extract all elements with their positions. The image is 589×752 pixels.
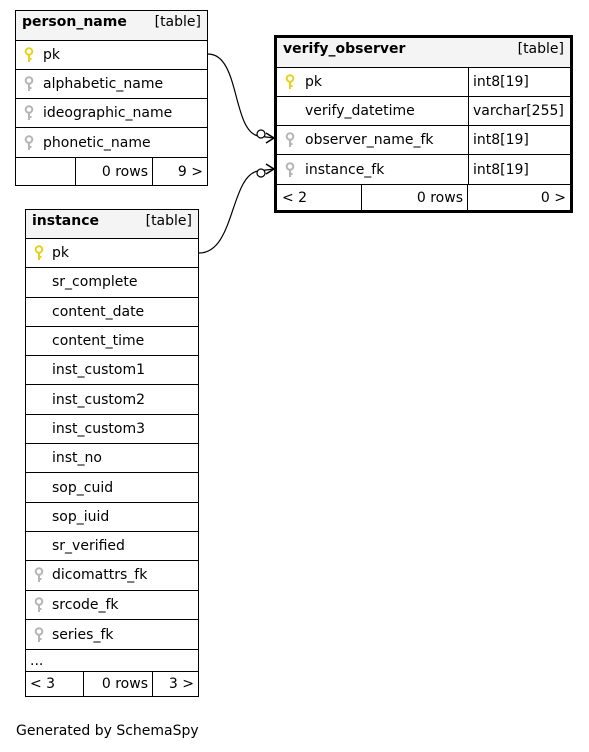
column-name: ideographic_name — [43, 105, 173, 121]
column-row[interactable]: inst_no — [26, 444, 198, 474]
column-name: sr_verified — [52, 538, 125, 555]
column-row[interactable]: observer_name_fk int8[19] — [277, 126, 570, 155]
table-instance[interactable]: instance [table] pk sr_complete content_da… — [25, 209, 199, 698]
generated-by-credit: Generated by SchemaSpy — [16, 723, 199, 739]
row-count: 0 rows — [361, 185, 467, 210]
column-name: sr_complete — [52, 274, 138, 291]
column-row[interactable]: srcode_fk — [26, 591, 198, 620]
column-name: inst_custom2 — [52, 391, 146, 408]
column-type: varchar[255] — [468, 97, 570, 125]
primary-key-icon — [285, 68, 295, 96]
table-header: person_name [table] — [16, 11, 207, 41]
column-name: inst_no — [52, 450, 102, 467]
index-key-icon — [24, 128, 34, 157]
column-type: int8[19] — [468, 68, 570, 96]
column-row[interactable]: sr_verified — [26, 532, 198, 562]
column-row[interactable]: sop_iuid — [26, 503, 198, 532]
column-type: int8[19] — [468, 126, 570, 154]
relationship-optional-marker — [256, 129, 266, 139]
column-row[interactable]: dicomattrs_fk — [26, 561, 198, 591]
table-header: verify_observer [table] — [277, 38, 570, 68]
more-columns: ... — [26, 649, 198, 673]
column-row[interactable]: verify_datetime varchar[255] — [277, 97, 570, 126]
column-name: content_date — [52, 303, 145, 320]
column-row[interactable]: pk — [16, 41, 207, 70]
table-footer: < 2 0 rows 0 > — [277, 184, 570, 210]
table-name: instance — [32, 213, 99, 229]
column-row[interactable]: pk int8[19] — [277, 68, 570, 97]
column-row[interactable]: pk — [26, 239, 198, 269]
column-name: observer_name_fk — [305, 132, 434, 148]
column-row[interactable]: inst_custom1 — [26, 356, 198, 386]
column-name: instance_fk — [305, 161, 385, 178]
column-row[interactable]: ideographic_name — [16, 99, 207, 128]
more-columns-ellipsis: ... — [30, 652, 44, 669]
index-key-icon — [34, 561, 44, 589]
column-name: inst_custom3 — [52, 420, 146, 437]
column-row[interactable]: series_fk — [26, 620, 198, 649]
column-name: alphabetic_name — [43, 76, 164, 92]
index-key-icon — [285, 155, 295, 184]
row-count: 0 rows — [75, 158, 152, 185]
column-name: series_fk — [52, 626, 114, 643]
relationship-instance-to-verify-observer — [198, 168, 275, 254]
index-key-icon — [285, 126, 295, 154]
column-row[interactable]: inst_custom3 — [26, 415, 198, 445]
column-row[interactable]: phonetic_name — [16, 128, 207, 157]
column-name: phonetic_name — [43, 134, 151, 151]
table-name: person_name — [22, 14, 127, 30]
parents-count[interactable]: < 3 — [30, 676, 56, 693]
column-name: pk — [43, 47, 60, 63]
column-name: sop_cuid — [52, 479, 114, 496]
column-row[interactable]: content_date — [26, 298, 198, 327]
column-row[interactable]: inst_custom2 — [26, 385, 198, 415]
table-name: verify_observer — [283, 41, 406, 57]
children-count[interactable]: 3 > — [152, 672, 198, 697]
relationship-optional-marker — [256, 168, 266, 178]
parents-count[interactable]: < 2 — [282, 189, 308, 206]
table-footer: 0 rows 9 > — [16, 157, 207, 185]
column-name: sop_iuid — [52, 508, 110, 525]
table-kind: [table] — [517, 41, 564, 57]
column-name: verify_datetime — [305, 103, 415, 119]
column-row[interactable]: alphabetic_name — [16, 70, 207, 99]
column-name: inst_custom1 — [52, 362, 146, 379]
table-kind: [table] — [145, 213, 192, 229]
column-row[interactable]: instance_fk int8[19] — [277, 155, 570, 184]
column-type: int8[19] — [468, 155, 570, 184]
index-key-icon — [34, 591, 44, 619]
parents-count[interactable] — [16, 158, 75, 185]
column-name: srcode_fk — [52, 596, 119, 613]
column-row[interactable]: sop_cuid — [26, 473, 198, 503]
index-key-icon — [24, 70, 34, 98]
primary-key-icon — [24, 41, 34, 69]
children-count[interactable]: 9 > — [152, 158, 207, 185]
primary-key-icon — [34, 239, 44, 267]
column-name: pk — [52, 245, 69, 262]
table-header: instance [table] — [26, 210, 198, 239]
column-name: content_time — [52, 333, 145, 350]
column-row[interactable]: sr_complete — [26, 268, 198, 298]
column-name: dicomattrs_fk — [52, 567, 148, 584]
children-count[interactable]: 0 > — [467, 185, 570, 210]
index-key-icon — [34, 620, 44, 649]
table-kind: [table] — [154, 14, 201, 30]
column-name: pk — [305, 74, 322, 90]
table-footer: < 3 0 rows 3 > — [26, 672, 198, 697]
relationship-person-name-to-verify-observer — [207, 53, 275, 139]
row-count: 0 rows — [83, 672, 152, 697]
index-key-icon — [24, 99, 34, 127]
column-row[interactable]: content_time — [26, 327, 198, 357]
